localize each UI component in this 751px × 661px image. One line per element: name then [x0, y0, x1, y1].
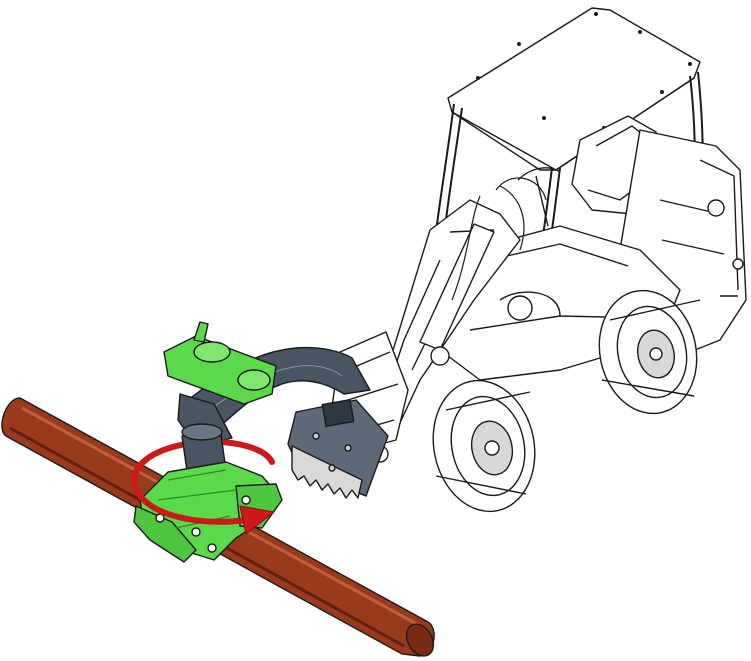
pivot-pin-icon	[430, 346, 450, 366]
grapple-jaw-left	[133, 505, 197, 563]
rear-body-details	[659, 159, 739, 297]
log-end-icon	[405, 623, 435, 657]
rotation-arrow-head	[239, 505, 276, 535]
grapple-bolts-icon	[155, 495, 251, 553]
rotator-top	[181, 423, 223, 441]
boom-bolts-icon	[312, 432, 352, 472]
rear-right-wheel	[598, 289, 701, 415]
rotation-arrow-front	[135, 489, 249, 525]
rotation-arrow-icon	[135, 489, 276, 535]
mount-cylinder	[237, 369, 271, 391]
valve-block	[321, 399, 355, 427]
grapple-head	[133, 423, 283, 563]
wheel-loader	[329, 7, 747, 513]
fuel-cap-icon	[507, 295, 533, 321]
steering-column	[517, 167, 561, 227]
rear-light-icon	[732, 258, 744, 270]
front-right-wheel	[432, 379, 536, 513]
serrated-edge	[291, 445, 363, 499]
mount-cylinder	[193, 341, 231, 363]
mount-hook	[193, 321, 209, 343]
hydraulic-hoses	[451, 177, 547, 301]
rear-light-icon	[707, 199, 725, 217]
